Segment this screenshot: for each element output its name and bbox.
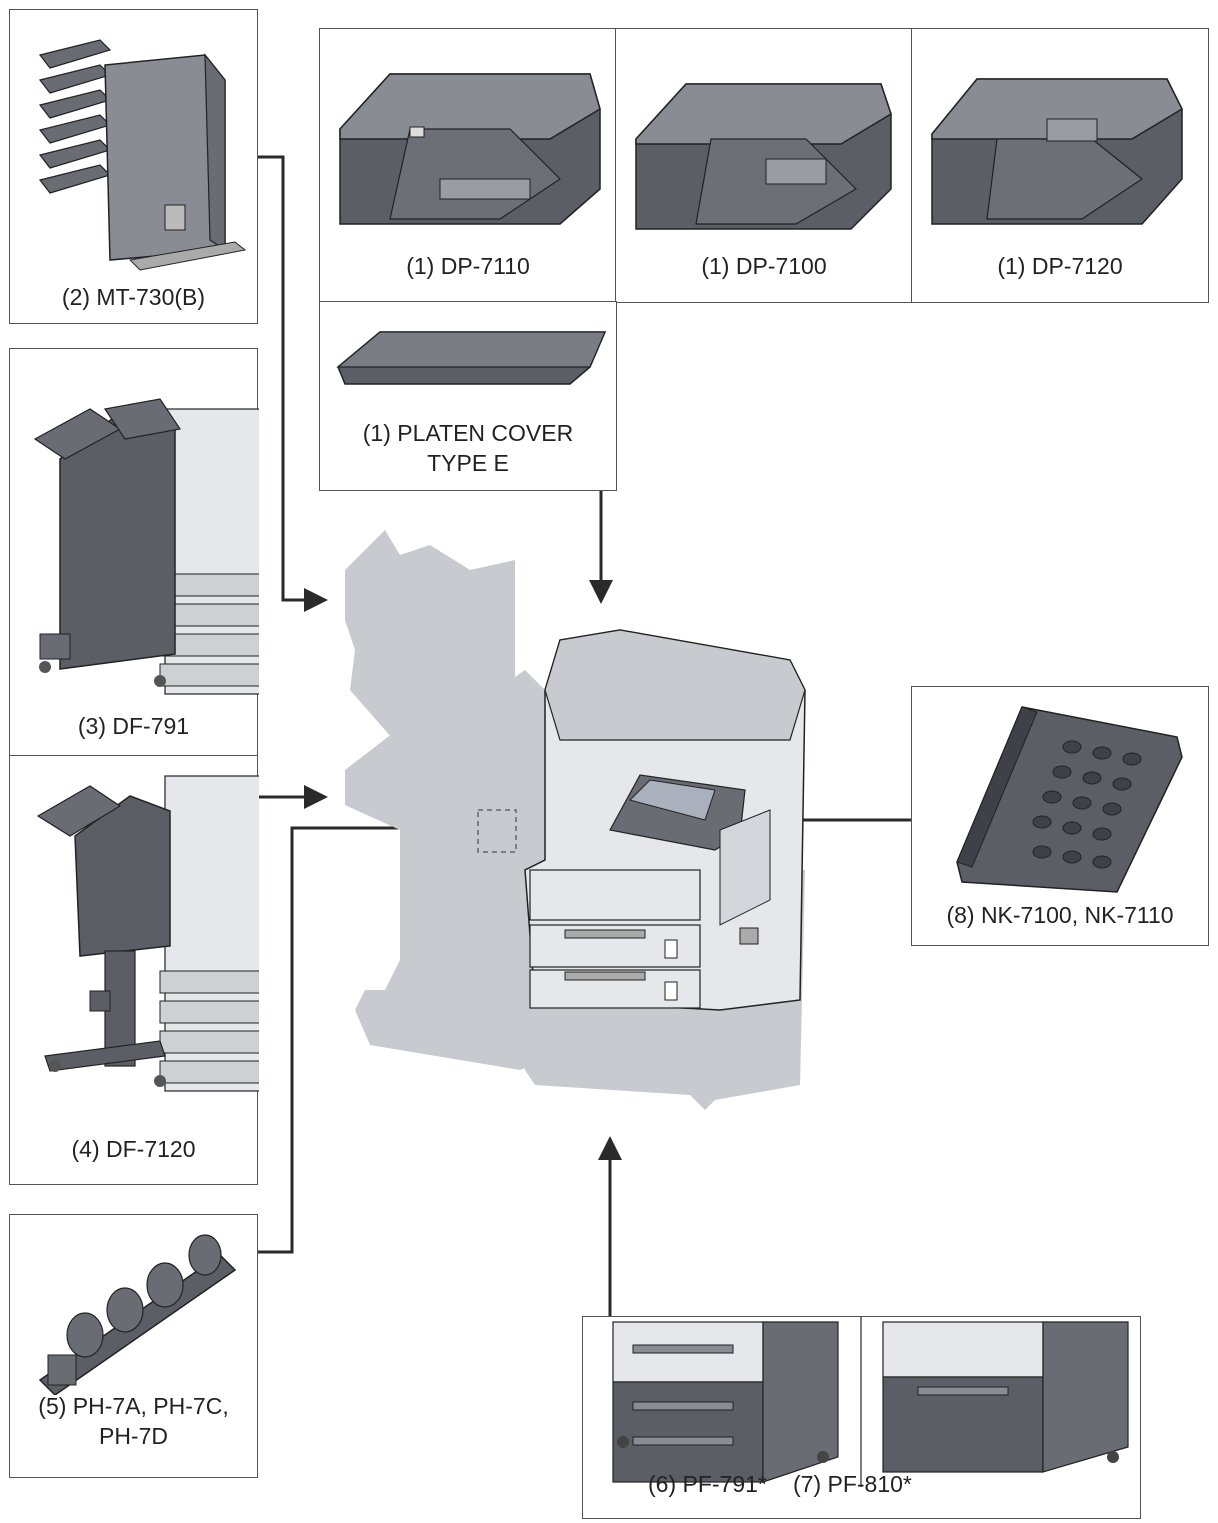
label-dp7120: (1) DP-7120 bbox=[997, 253, 1123, 279]
finisher-icon bbox=[33, 398, 259, 695]
arrow-mt730 bbox=[258, 155, 328, 612]
label-platen-line2: TYPE E bbox=[427, 450, 509, 476]
keypad-icon bbox=[956, 706, 1183, 893]
ghost-finisher bbox=[345, 670, 545, 1070]
option-dp7100: (1) DP-7100 bbox=[615, 28, 913, 303]
ghost-punch-slot bbox=[477, 809, 517, 853]
arrow-ph bbox=[258, 816, 446, 1254]
mfp-operation-panel bbox=[609, 774, 746, 851]
mfp-top-cover bbox=[544, 629, 806, 741]
document-processor-icon bbox=[635, 83, 892, 230]
mailbox-icon bbox=[38, 39, 247, 271]
option-ph: (5) PH-7A, PH-7C, PH-7D bbox=[9, 1214, 258, 1478]
paper-feeder-icon bbox=[612, 1317, 1129, 1487]
option-pf: (6) PF-791* (7) PF-810* bbox=[582, 1316, 1141, 1519]
option-dp7110: (1) DP-7110 bbox=[319, 28, 617, 303]
document-processor-icon bbox=[339, 73, 601, 225]
platen-cover-icon bbox=[336, 331, 607, 385]
mfp-body bbox=[524, 629, 806, 1011]
ghost-cabinet bbox=[525, 870, 805, 1110]
label-dp7110: (1) DP-7110 bbox=[406, 253, 530, 279]
label-df7120: (4) DF-7120 bbox=[71, 1136, 196, 1162]
ghost-mailbox bbox=[345, 530, 515, 770]
label-mt730: (2) MT-730(B) bbox=[61, 284, 206, 310]
label-ph-line1: (5) PH-7A, PH-7C, bbox=[38, 1393, 229, 1419]
document-processor-icon bbox=[931, 78, 1183, 225]
finisher-icon bbox=[36, 775, 259, 1092]
label-platen-line1: (1) PLATEN COVER bbox=[362, 420, 574, 446]
label-dp7100: (1) DP-7100 bbox=[701, 253, 827, 279]
label-nk: (8) NK-7100, NK-7110 bbox=[946, 902, 1174, 928]
option-mt730: (2) MT-730(B) bbox=[9, 9, 258, 324]
option-platen-cover: (1) PLATEN COVER TYPE E bbox=[319, 301, 617, 491]
label-ph-line2: PH-7D bbox=[98, 1423, 168, 1449]
option-nk: (8) NK-7100, NK-7110 bbox=[911, 686, 1209, 946]
label-df791: (3) DF-791 bbox=[77, 713, 190, 739]
punch-unit-icon bbox=[38, 1234, 237, 1395]
label-pf791: (6) PF-791* bbox=[648, 1471, 767, 1497]
option-df791: (3) DF-791 bbox=[9, 348, 259, 757]
label-pf810: (7) PF-810* bbox=[793, 1471, 912, 1497]
option-dp7120: (1) DP-7120 bbox=[911, 28, 1209, 303]
option-df7120: (4) DF-7120 bbox=[9, 755, 259, 1185]
